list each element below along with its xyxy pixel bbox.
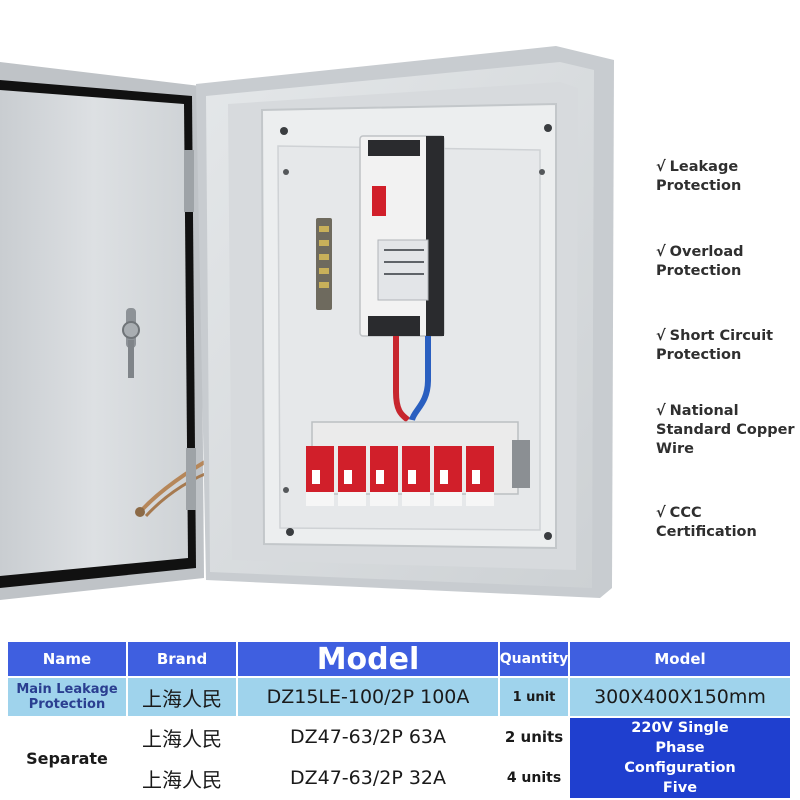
separate-label: Separate (8, 718, 128, 800)
header-quantity: Quantity (500, 642, 570, 678)
row-model: DZ47-63/2P 32A (238, 758, 500, 800)
header-name: Name (8, 642, 128, 678)
feature-copper-wire: √National Standard Copper Wire (656, 403, 795, 457)
configuration-value: 220V Single Phase Configuration Five (570, 718, 792, 800)
spec-table: Name Brand Model Quantity Model Main Lea… (8, 642, 792, 800)
row-quantity: 4 units (500, 758, 570, 800)
feeder-wires (393, 336, 431, 423)
header-model-spec: Model (570, 642, 792, 678)
feature-leakage-protection: √Leakage Protection (656, 159, 742, 194)
open-door (0, 62, 217, 600)
door-latch (122, 308, 140, 378)
branch-breakers (306, 421, 530, 506)
row-model: DZ15LE-100/2P 100A (238, 678, 500, 718)
check-icon: √ (656, 244, 666, 260)
distribution-box-photo (0, 46, 614, 600)
dimensions-value: 300X400X150mm (570, 678, 792, 718)
row-name-main-leakage: Main Leakage Protection (8, 678, 128, 718)
feature-short-circuit-protection: √Short Circuit Protection (656, 328, 774, 363)
header-model: Model (238, 642, 500, 678)
row-brand: 上海人民 (128, 758, 238, 800)
check-icon: √ (656, 328, 666, 344)
row-quantity: 2 units (500, 718, 570, 758)
row-brand: 上海人民 (128, 718, 238, 758)
feature-ccc-certification: √CCC Certification (656, 505, 757, 540)
row-quantity: 1 unit (500, 678, 570, 718)
header-brand: Brand (128, 642, 238, 678)
check-icon: √ (656, 403, 666, 419)
terminal-block (316, 218, 332, 310)
row-brand: 上海人民 (128, 678, 238, 718)
row-model: DZ47-63/2P 63A (238, 718, 500, 758)
feature-overload-protection: √Overload Protection (656, 244, 744, 279)
check-icon: √ (656, 505, 666, 521)
check-icon: √ (656, 159, 666, 175)
main-leakage-breaker (359, 135, 445, 337)
